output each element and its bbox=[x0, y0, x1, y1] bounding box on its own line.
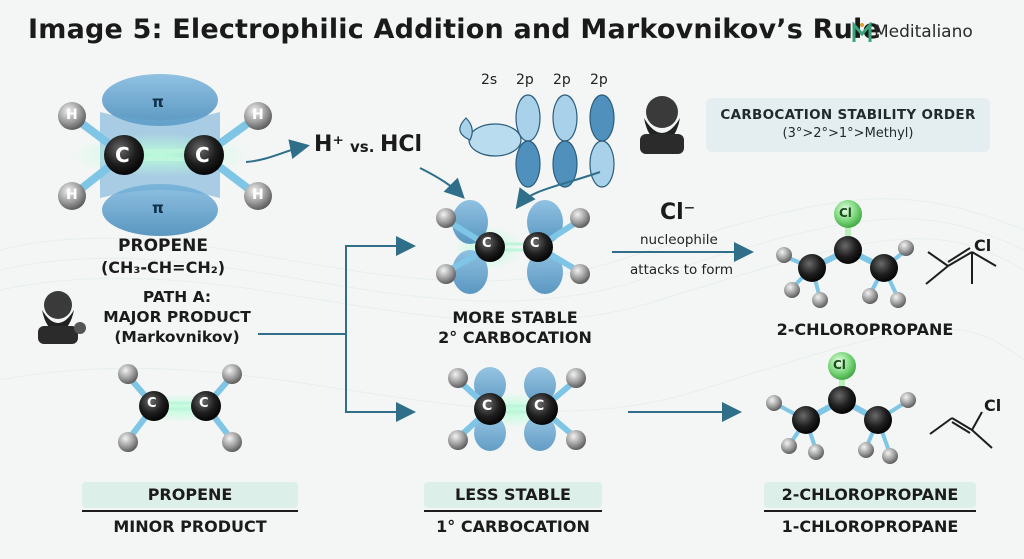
hydrogen-atom bbox=[58, 102, 86, 130]
hydrogen-atom bbox=[58, 182, 86, 210]
propene-atom-c2: C bbox=[199, 396, 209, 411]
arrow-path-a bbox=[258, 236, 416, 335]
pi-lobe-top bbox=[102, 74, 218, 126]
arrow-to-reagent bbox=[245, 139, 310, 163]
arrow-orbital-to-cation bbox=[515, 171, 601, 210]
bottom-mid-divider bbox=[424, 510, 602, 512]
skeletal-cl-top: Cl bbox=[974, 236, 992, 255]
atom-label-c2: C bbox=[195, 143, 210, 167]
primary-carbocation-model bbox=[448, 367, 586, 451]
bottom-left-divider bbox=[82, 510, 298, 512]
bottom-mid-bottom-label: 1° CARBOCATION bbox=[436, 517, 590, 536]
path-a-label: PATH A: bbox=[142, 288, 212, 306]
propene-atom-c1: C bbox=[147, 396, 157, 411]
cation-atom-c2: C bbox=[530, 236, 540, 251]
nucleophile-attacks: attacks to form bbox=[630, 262, 734, 278]
path-a-major: MAJOR PRODUCT bbox=[103, 308, 251, 326]
pi-lobe-bottom bbox=[102, 184, 218, 236]
more-stable-line2: 2° CARBOCATION bbox=[438, 328, 592, 347]
bottom-left-top-label: PROPENE bbox=[82, 482, 298, 508]
bottom-right-divider bbox=[764, 510, 976, 512]
nucleophile-ion: Cl⁻ bbox=[660, 200, 696, 225]
arrow-path-b bbox=[345, 334, 416, 422]
chlorine-atom bbox=[834, 200, 862, 228]
orbital-label-2p-1: 2p bbox=[516, 72, 534, 88]
product-cl-atom: Cl bbox=[839, 206, 852, 220]
orbital-diagram bbox=[459, 94, 615, 188]
scientist-portrait-top bbox=[640, 96, 684, 154]
arrow-reagent-to-cation bbox=[419, 167, 465, 199]
nucleophile-label: nucleophile bbox=[640, 232, 718, 248]
minor-cation-c2: C bbox=[534, 398, 545, 414]
stability-title: CARBOCATION STABILITY ORDER bbox=[720, 107, 976, 123]
skeletal-structure-bottom bbox=[929, 411, 993, 449]
carbon-atom bbox=[184, 135, 224, 175]
minor-product-cl-atom: Cl bbox=[833, 358, 846, 372]
brand-logo-icon bbox=[852, 22, 872, 42]
atom-label-c1: C bbox=[115, 143, 130, 167]
reaction-arrows bbox=[245, 139, 754, 422]
orbital-label-2s: 2s bbox=[481, 72, 498, 88]
reactant-name: PROPENE bbox=[118, 236, 208, 256]
page-title: Image 5: Electrophilic Addition and Mark… bbox=[28, 14, 881, 45]
reagent-h-plus: H⁺ bbox=[314, 132, 345, 157]
skeletal-cl-bottom: Cl bbox=[984, 396, 1002, 415]
hydrogen-atom bbox=[244, 102, 272, 130]
atom-label-h1: H bbox=[66, 107, 78, 123]
hydrogen-atom bbox=[244, 182, 272, 210]
atom-label-h3: H bbox=[252, 107, 264, 123]
reagent-vs: vs. bbox=[350, 138, 375, 156]
skeletal-structure-top bbox=[925, 247, 997, 285]
cation-atom-c1: C bbox=[482, 236, 492, 251]
stability-order: (3°>2°>1°>Methyl) bbox=[782, 126, 914, 141]
product-1-chloropropane-model bbox=[766, 352, 916, 464]
bottom-mid-top-label: LESS STABLE bbox=[424, 482, 602, 508]
carbon-atom bbox=[104, 135, 144, 175]
pi-label-bottom: π bbox=[152, 199, 164, 217]
bottom-right-top-label: 2-CHLOROPROPANE bbox=[764, 482, 976, 508]
scientist-portrait-left bbox=[38, 291, 86, 344]
reactant-formula: (CH₃-CH=CH₂) bbox=[100, 258, 226, 277]
minor-cation-c1: C bbox=[482, 398, 493, 414]
more-stable-line1: MORE STABLE bbox=[452, 308, 578, 327]
bottom-left-bottom-label: MINOR PRODUCT bbox=[113, 517, 267, 536]
atom-label-h4: H bbox=[252, 187, 264, 203]
pi-label-top: π bbox=[152, 93, 164, 111]
brand-name: Meditaliano bbox=[874, 22, 973, 42]
reagent-hcl: HCl bbox=[380, 132, 423, 157]
major-product-name: 2-CHLOROPROPANE bbox=[776, 320, 954, 339]
propene-pi-model bbox=[58, 74, 272, 236]
atom-label-h2: H bbox=[66, 187, 78, 203]
secondary-carbocation-model bbox=[436, 200, 590, 294]
product-2-chloropropane-model bbox=[776, 200, 914, 308]
orbital-label-2p-3: 2p bbox=[590, 72, 608, 88]
propene-model-bottom bbox=[118, 364, 242, 452]
path-a-markovnikov: (Markovnikov) bbox=[114, 328, 240, 346]
bottom-right-bottom-label: 1-CHLOROPROPANE bbox=[781, 517, 959, 536]
orbital-label-2p-2: 2p bbox=[553, 72, 571, 88]
stability-order-box: CARBOCATION STABILITY ORDER (3°>2°>1°>Me… bbox=[706, 98, 990, 152]
